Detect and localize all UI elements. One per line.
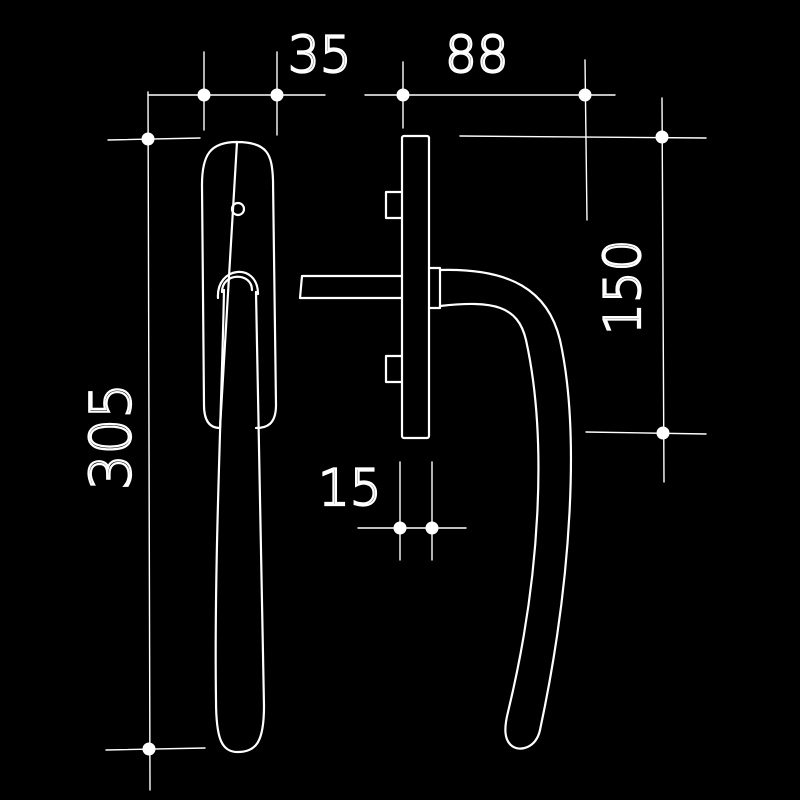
side-mounting-plate — [400, 134, 431, 440]
side-lever-neck — [427, 266, 442, 310]
side-spindle — [298, 274, 404, 300]
dim-label-150: 150 — [594, 240, 652, 335]
dim-dot — [142, 742, 156, 756]
dim-label-15: 15 — [318, 459, 382, 517]
dim-dot — [270, 88, 284, 102]
dim-label-305: 305 — [79, 383, 144, 490]
dim-label-35: 35 — [288, 26, 352, 84]
dim-dot — [393, 521, 407, 535]
dim-150-ext-top — [459, 135, 707, 139]
front-lever-collar — [216, 270, 260, 300]
dim-150-line — [661, 97, 665, 483]
front-screw-hole — [230, 201, 246, 217]
dim-dot — [655, 130, 669, 144]
side-fixing-lug-lower — [384, 354, 404, 384]
front-lever-collar-inner — [220, 275, 254, 294]
dim-dot — [141, 132, 155, 146]
side-view — [298, 134, 572, 750]
front-lever-body — [214, 288, 266, 754]
side-fixing-lug-upper — [384, 190, 404, 220]
dim-150-ext-bottom — [585, 431, 707, 435]
dimension-lines — [105, 51, 707, 791]
front-rosette-outline — [200, 140, 278, 430]
dim-ext-88-right — [584, 59, 588, 221]
dim-dot — [578, 88, 592, 102]
dim-dot — [396, 88, 410, 102]
dim-label-88: 88 — [445, 26, 509, 84]
side-curved-lever — [438, 268, 572, 750]
dim-dot — [197, 88, 211, 102]
front-view — [200, 140, 278, 754]
dimension-labels: 35 88 305 150 15 — [78, 25, 653, 518]
dim-dot — [656, 426, 670, 440]
dim-305-line — [147, 91, 151, 791]
dim-dot — [425, 521, 439, 535]
